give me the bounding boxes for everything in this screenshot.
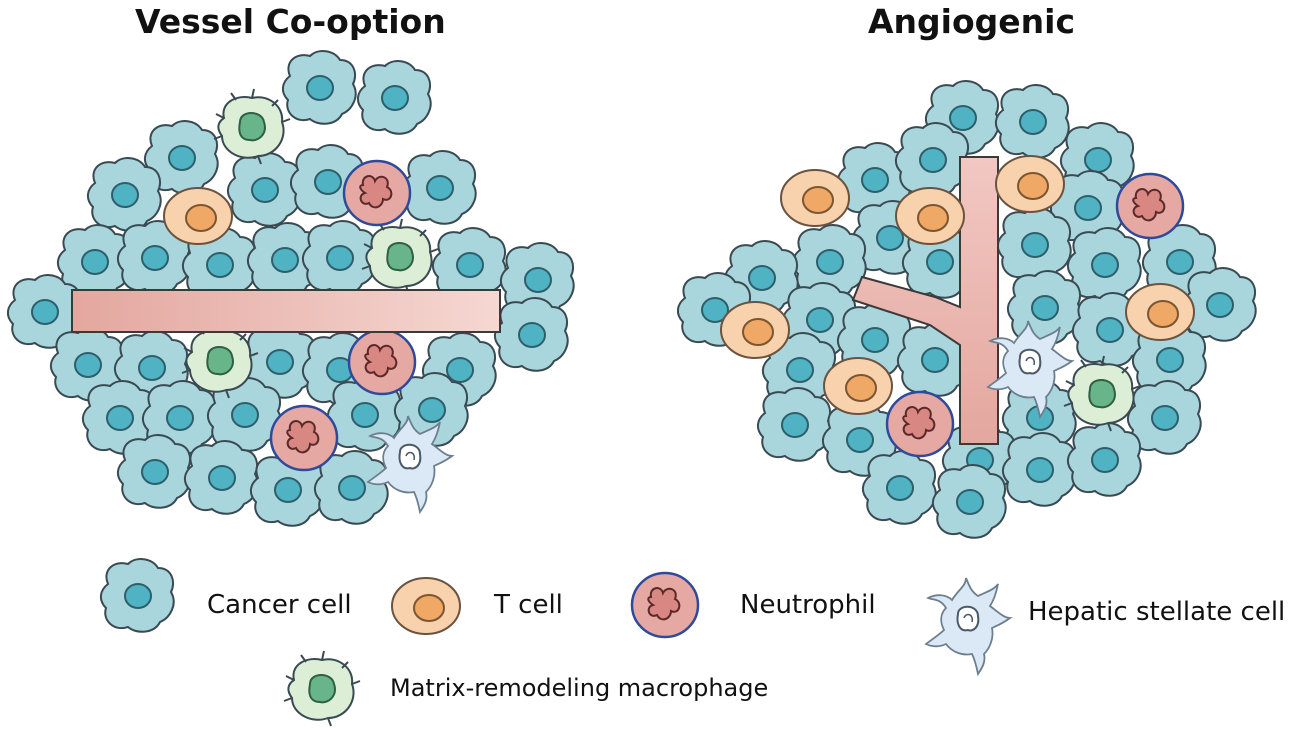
vessel-co-option-cluster (6, 50, 575, 527)
panel-title-angiogenic: Angiogenic (868, 2, 1076, 41)
t-cell (995, 155, 1065, 213)
legend-label-macrophage: Matrix-remodeling macrophage (390, 674, 769, 702)
cancer-cell (1001, 432, 1077, 507)
cancer-cell (116, 434, 192, 509)
cancer-cell (861, 450, 937, 525)
legend-label-hepatic-stellate-cell: Hepatic stellate cell (1028, 597, 1286, 627)
cancer-cell (994, 84, 1070, 159)
t-cell (720, 301, 790, 359)
neutrophil (1115, 172, 1185, 240)
t-cell (1125, 283, 1195, 341)
legend-label-t-cell: T cell (494, 590, 563, 620)
cancer-cell (1066, 422, 1142, 497)
angiogenic-cluster (676, 80, 1257, 539)
cancer-cell (493, 297, 569, 372)
cancer-cell (281, 50, 357, 125)
legend-label-neutrophil: Neutrophil (740, 590, 876, 620)
blood-vessel (71, 289, 501, 333)
matrix-remodeling-macrophage (213, 88, 291, 165)
cancer-cell (301, 220, 377, 295)
cancer-cell (931, 464, 1007, 539)
cancer-cell-legend-icon (99, 558, 175, 633)
hepatic-stellate-cell-legend-icon (925, 577, 1011, 675)
neutrophil (347, 328, 417, 396)
cancer-cell (356, 60, 432, 135)
t-cell (823, 357, 893, 415)
t-cell-legend-icon (391, 577, 461, 635)
cancer-cell (183, 440, 259, 515)
neutrophil-legend-icon (630, 571, 700, 639)
cancer-cell (1006, 270, 1082, 345)
t-cell (780, 169, 850, 227)
matrix-remodeling-macrophage (361, 218, 439, 295)
branching-blood-vessel (851, 156, 999, 445)
neutrophil (885, 390, 955, 458)
panel-title-vessel-co-option: Vessel Co-option (135, 2, 446, 41)
cancer-cell (756, 387, 832, 462)
matrix-remodeling-macrophage-legend-icon (283, 650, 361, 727)
t-cell (163, 187, 233, 245)
t-cell (895, 187, 965, 245)
neutrophil (342, 159, 412, 227)
cancer-cell (401, 150, 477, 225)
legend-label-cancer-cell: Cancer cell (207, 590, 352, 620)
cancer-cell (894, 122, 970, 197)
cancer-cell (226, 152, 302, 227)
cancer-cell (996, 207, 1072, 282)
cancer-cell (86, 157, 162, 232)
neutrophil (269, 404, 339, 472)
